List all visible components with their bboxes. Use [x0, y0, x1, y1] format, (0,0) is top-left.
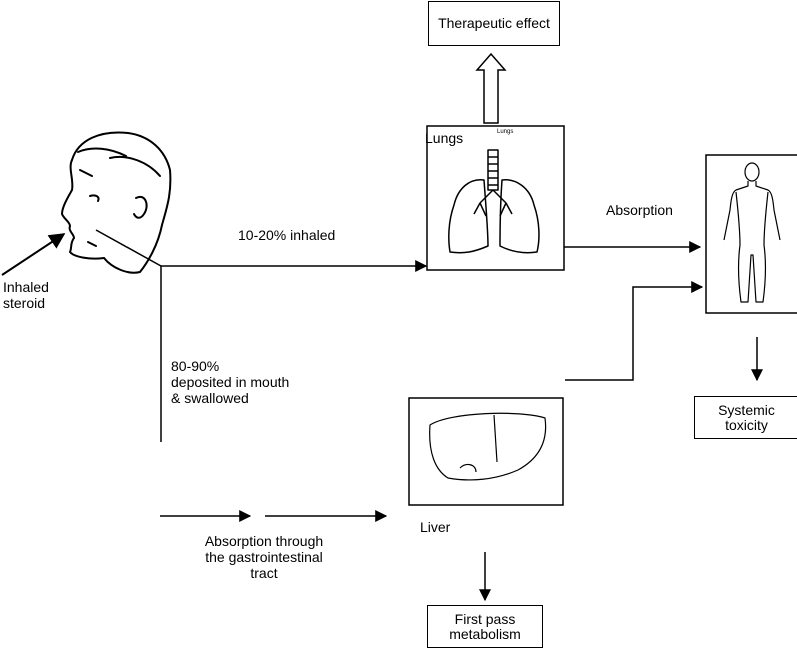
first-pass-metabolism-box: First pass metabolism [427, 605, 543, 648]
body-illustration [723, 162, 781, 303]
systemic-toxicity-text: Systemic toxicity [718, 401, 775, 433]
therapeutic-effect-text: Therapeutic effect [438, 15, 550, 31]
body-box [705, 154, 797, 314]
hollow-arrow-therapeutic [475, 52, 507, 124]
deposited-label: 80-90% deposited in mouth & swallowed [171, 358, 290, 406]
systemic-toxicity-box: Systemic toxicity [694, 396, 797, 439]
liver-illustration [429, 412, 547, 481]
arrow-liver-to-body [565, 281, 704, 381]
arrow-to-mouth [1, 233, 66, 276]
gi-absorption-label: Absorption through the gastrointestinal … [204, 533, 324, 581]
absorption-label: Absorption [606, 202, 673, 218]
liver-label: Liver [420, 519, 451, 535]
head-illustration [61, 131, 172, 274]
lungs-box [426, 125, 565, 271]
inhaled-steroid-label: Inhaled steroid [3, 279, 49, 311]
lungs-illustration [448, 149, 540, 254]
lungs-label: Lungs [425, 130, 464, 146]
therapeutic-effect-box: Therapeutic effect [428, 1, 560, 46]
connector-line-face [95, 229, 162, 267]
inhaled-percent-label: 10-20% inhaled [238, 227, 336, 243]
lungs-small-label: Lungs [497, 129, 514, 135]
first-pass-metabolism-text: First pass metabolism [449, 610, 521, 642]
